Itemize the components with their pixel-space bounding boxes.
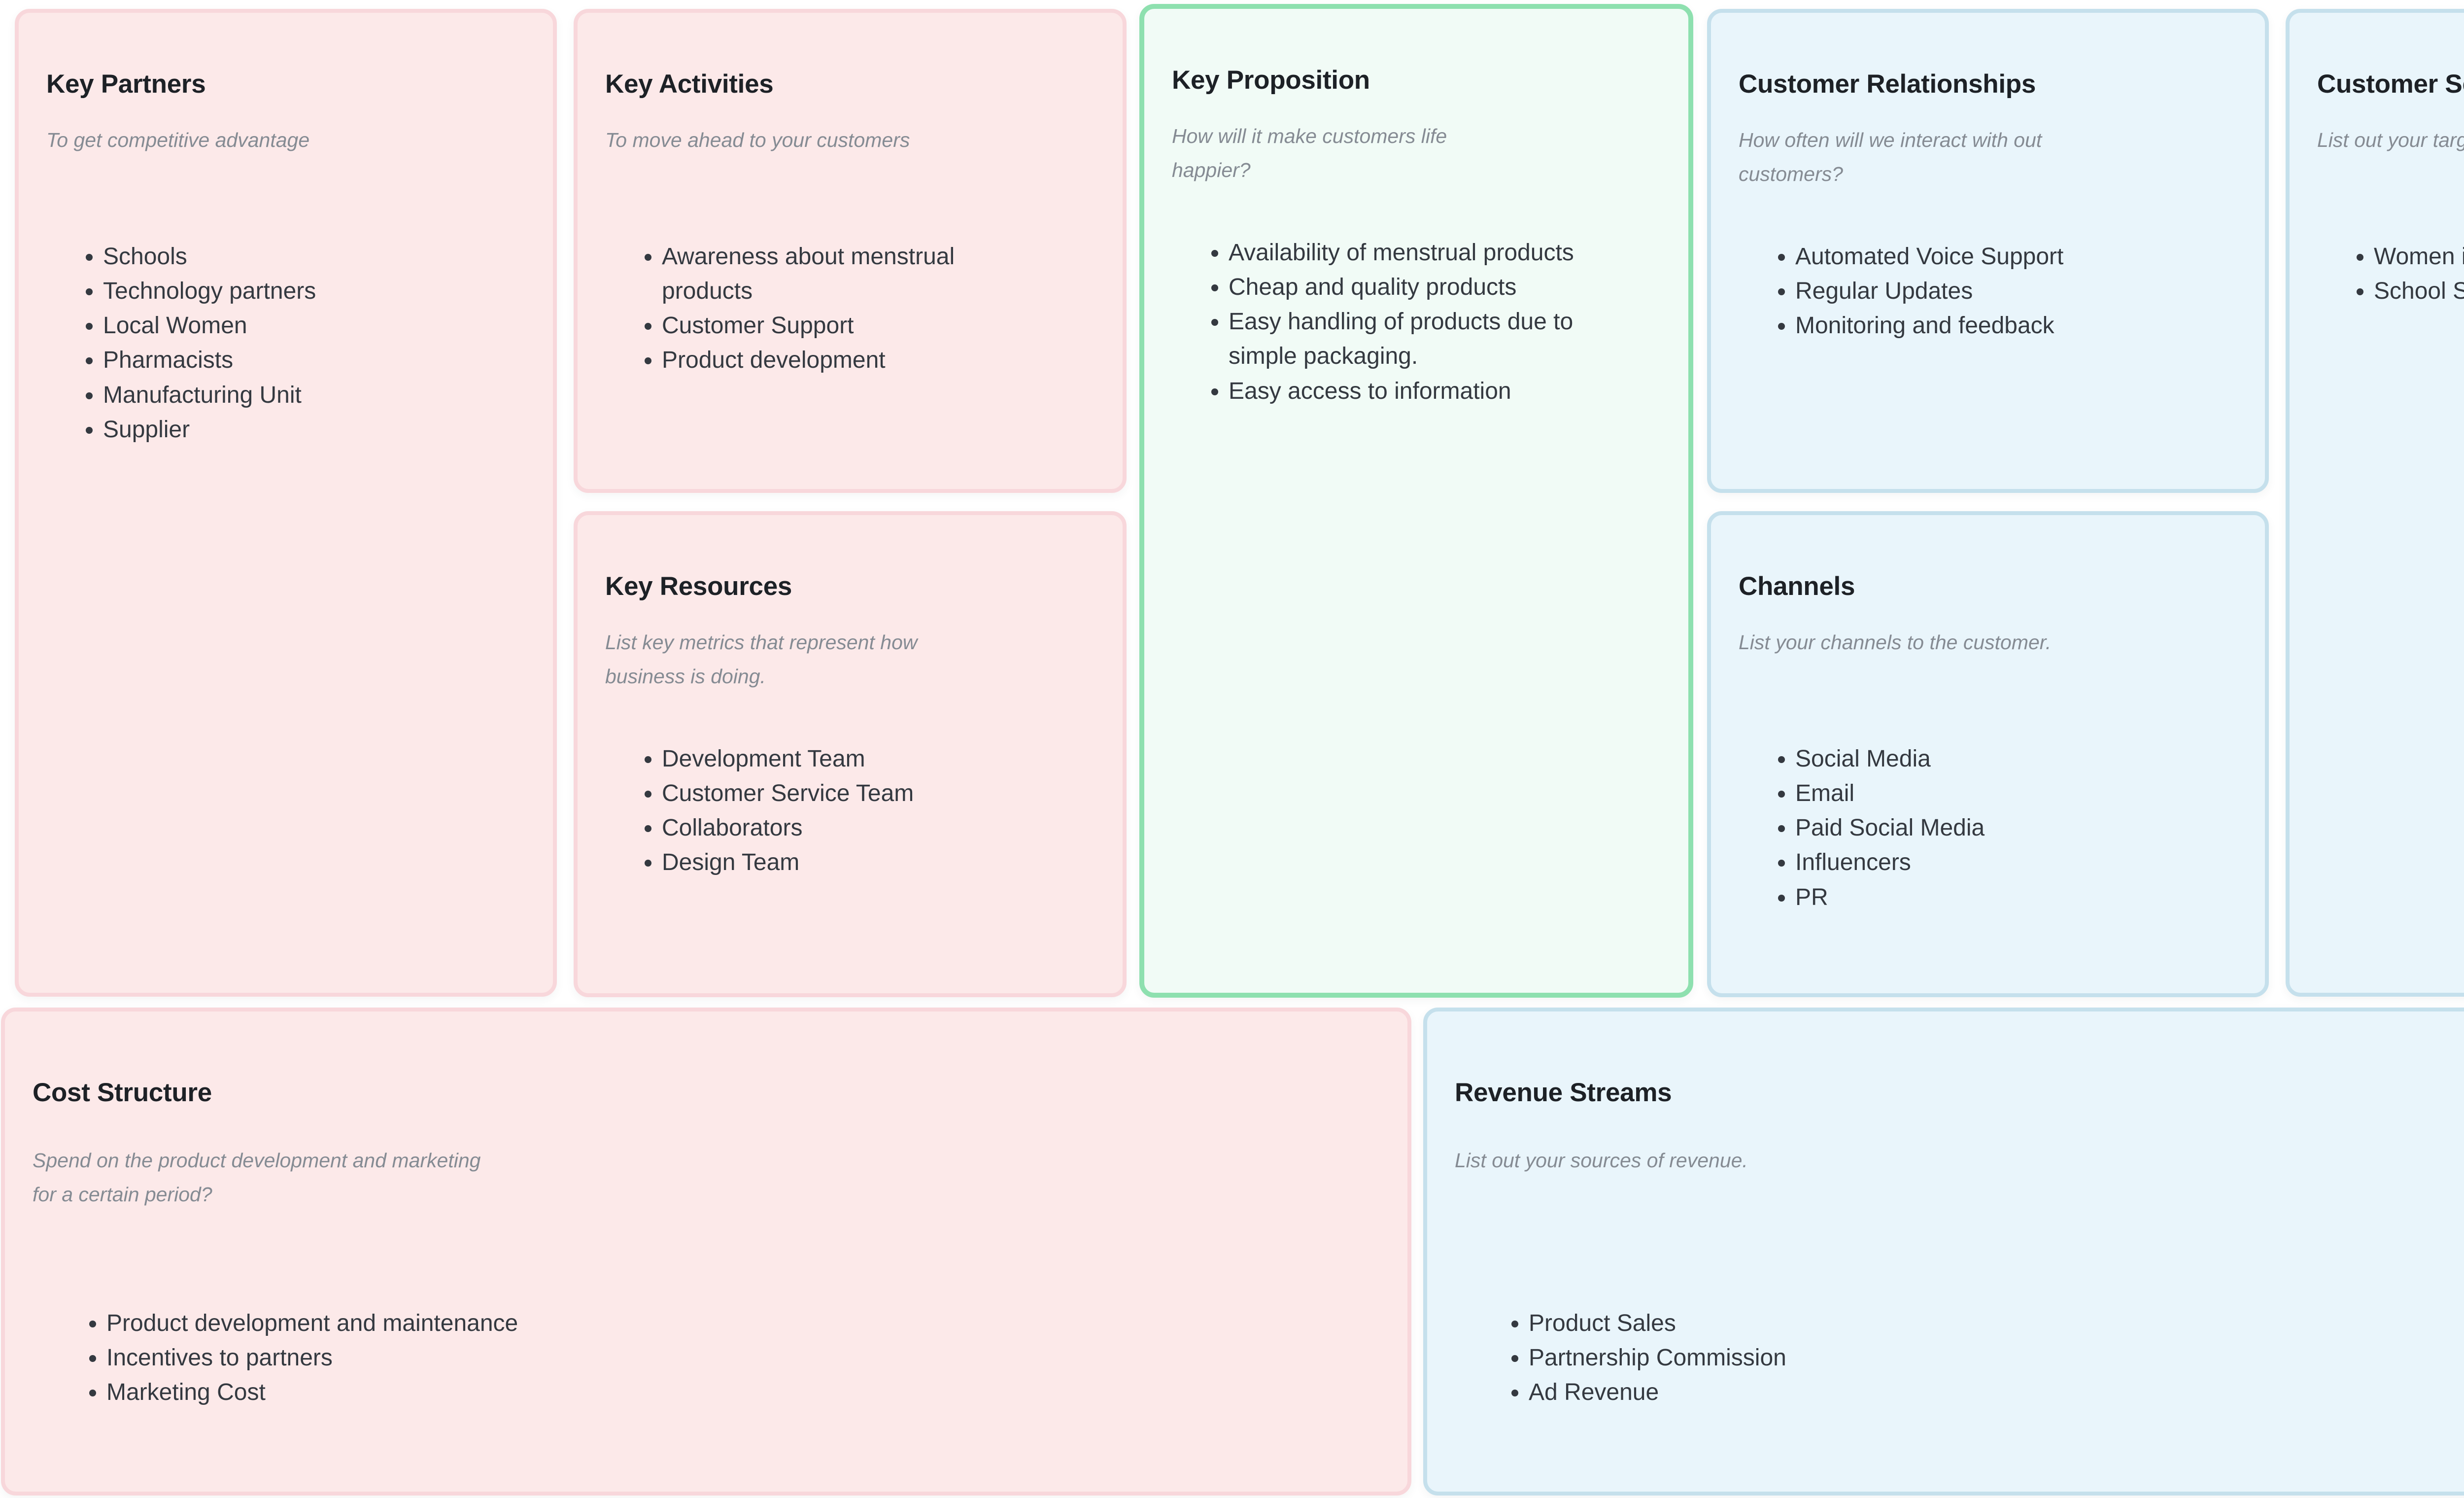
list-item: Local Women xyxy=(103,309,523,343)
list-item: Technology partners xyxy=(103,274,523,309)
list-item: Manufacturing Unit xyxy=(103,378,523,413)
panel-customer-relationships[interactable]: Customer Relationships How often will we… xyxy=(1707,9,2269,493)
list-item: Marketing Cost xyxy=(106,1375,1378,1410)
bullet-list: Schools Technology partners Local Women … xyxy=(46,240,523,447)
panel-title: Key Resources xyxy=(605,572,792,601)
list-item: Development Team xyxy=(662,742,1093,776)
list-item: Product development and maintenance xyxy=(106,1306,1378,1341)
panel-subtitle: To get competitive advantage xyxy=(46,129,310,152)
list-item: Collaborators xyxy=(662,811,1093,845)
list-item: Schools xyxy=(103,240,523,274)
panel-title: Customer Segments xyxy=(2317,70,2464,99)
list-item: Customer Support xyxy=(662,309,1027,343)
panel-customer-segments[interactable]: Customer Segments List out your target c… xyxy=(2286,9,2464,997)
panel-channels[interactable]: Channels List your channels to the custo… xyxy=(1707,511,2269,997)
panel-cost-structure[interactable]: Cost Structure Spend on the product deve… xyxy=(1,1008,1411,1496)
panel-title: Channels xyxy=(1739,572,1855,601)
panel-title: Customer Relationships xyxy=(1739,70,2036,99)
list-item: Email xyxy=(1795,776,2235,811)
list-item: Partnership Commission xyxy=(1529,1341,2464,1375)
list-item: Ad Revenue xyxy=(1529,1375,2464,1410)
panel-subtitle: List your channels to the customer. xyxy=(1739,631,2052,654)
bullet-list: Awareness about menstrual products Custo… xyxy=(605,240,1093,378)
panel-subtitle-wrap: To get competitive advantage xyxy=(46,123,523,240)
panel-subtitle: List out your sources of revenue. xyxy=(1455,1149,1748,1172)
list-item: Influencers xyxy=(1795,845,2235,880)
list-item: Supplier xyxy=(103,413,523,447)
panel-key-proposition[interactable]: Key Proposition How will it make custome… xyxy=(1139,4,1693,998)
bullet-list: Social Media Email Paid Social Media Inf… xyxy=(1739,742,2235,914)
list-item: Social Media xyxy=(1795,742,2235,776)
panel-subtitle: How will it make customers life happier? xyxy=(1172,125,1447,182)
bullet-list: Availability of menstrual products Cheap… xyxy=(1172,236,1659,408)
list-item: Design Team xyxy=(662,845,1093,880)
list-item: Paid Social Media xyxy=(1795,811,2235,845)
list-item: Incentives to partners xyxy=(106,1341,1378,1375)
bullet-list: Development Team Customer Service Team C… xyxy=(605,742,1093,880)
panel-subtitle-wrap: How will it make customers life happier? xyxy=(1172,119,1659,236)
list-item: Regular Updates xyxy=(1795,274,2235,309)
panel-subtitle: List out your target customers. xyxy=(2317,129,2464,152)
panel-key-resources[interactable]: Key Resources List key metrics that repr… xyxy=(574,511,1127,997)
panel-title: Key Proposition xyxy=(1172,66,1370,95)
panel-subtitle-wrap: List out your target customers. xyxy=(2317,123,2464,240)
panel-subtitle: To move ahead to your customers xyxy=(605,129,910,152)
list-item: PR xyxy=(1795,880,2235,915)
panel-subtitle: How often will we interact with out cust… xyxy=(1739,129,2042,186)
list-item: Easy access to information xyxy=(1229,374,1623,409)
list-item: Automated Voice Support xyxy=(1795,240,2235,274)
panel-revenue-streams[interactable]: Revenue Streams List out your sources of… xyxy=(1423,1008,2464,1496)
list-item: Customer Service Team xyxy=(662,776,1093,811)
panel-title: Key Activities xyxy=(605,70,774,99)
panel-subtitle-wrap: List out your sources of revenue. xyxy=(1455,1144,2464,1306)
bullet-list: Product development and maintenance Ince… xyxy=(33,1306,1378,1410)
panel-subtitle-wrap: List key metrics that represent how busi… xyxy=(605,626,1093,742)
list-item: School Students xyxy=(2374,274,2464,309)
panel-subtitle: List key metrics that represent how busi… xyxy=(605,631,918,688)
panel-title: Revenue Streams xyxy=(1455,1078,1672,1107)
list-item: Monitoring and feedback xyxy=(1795,309,2235,343)
panel-title: Cost Structure xyxy=(33,1078,212,1107)
panel-subtitle-wrap: To move ahead to your customers xyxy=(605,123,1093,240)
list-item: Awareness about menstrual products xyxy=(662,240,1027,309)
list-item: Availability of menstrual products xyxy=(1229,236,1623,270)
panel-title: Key Partners xyxy=(46,70,206,99)
list-item: Pharmacists xyxy=(103,343,523,378)
list-item: Easy handling of products due to simple … xyxy=(1229,305,1623,374)
panel-subtitle: Spend on the product development and mar… xyxy=(33,1149,481,1206)
bullet-list: Product Sales Partnership Commission Ad … xyxy=(1455,1306,2464,1410)
panel-subtitle-wrap: List your channels to the customer. xyxy=(1739,626,2235,742)
panel-key-partners[interactable]: Key Partners To get competitive advantag… xyxy=(15,9,557,997)
bullet-list: Women in reproductive phase School Stude… xyxy=(2317,240,2464,309)
panel-subtitle-wrap: Spend on the product development and mar… xyxy=(33,1144,1378,1306)
list-item: Product development xyxy=(662,343,1027,378)
panel-key-activities[interactable]: Key Activities To move ahead to your cus… xyxy=(574,9,1127,493)
bullet-list: Automated Voice Support Regular Updates … xyxy=(1739,240,2235,343)
list-item: Women in reproductive phase xyxy=(2374,240,2464,274)
list-item: Product Sales xyxy=(1529,1306,2464,1341)
list-item: Cheap and quality products xyxy=(1229,270,1623,305)
panel-subtitle-wrap: How often will we interact with out cust… xyxy=(1739,123,2235,240)
